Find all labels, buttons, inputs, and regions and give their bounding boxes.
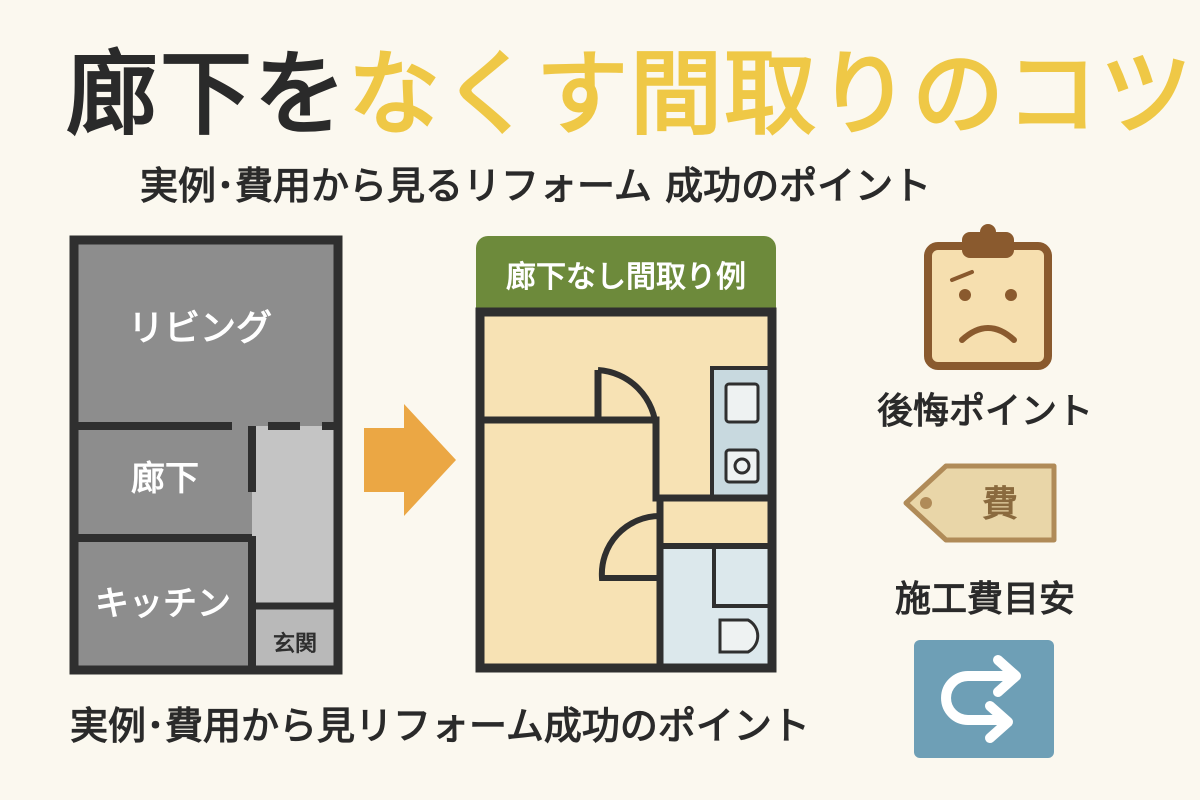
before-floor-plan: リビング 廊下 キッチン 玄関 <box>69 235 343 675</box>
entrance-area <box>252 606 338 670</box>
door-swing-lower <box>598 512 661 581</box>
inner-wall-middle <box>480 416 772 502</box>
price-tag-icon: 費 <box>903 463 1057 543</box>
subtitle: 実例･費用から見るリフォーム 成功のポイント <box>140 164 932 208</box>
hallway-corridor <box>252 426 338 606</box>
after-floor-plan: 廊下なし間取り例 <box>475 236 777 673</box>
title-part-accent: なくす間取りのコツ <box>348 41 1195 148</box>
before-plan-outer-wall <box>69 235 343 675</box>
construction-cost-label: 施工費目安 <box>894 579 1075 620</box>
redo-arrow-icon <box>914 640 1054 758</box>
toilet-icon <box>718 618 760 654</box>
kitchen-sink-icon <box>724 382 760 424</box>
regret-points-label: 後悔ポイント <box>876 391 1093 432</box>
room-label-living: リビング <box>128 308 272 349</box>
title-part-dark: 廊下を <box>66 41 349 148</box>
room-label-hallway: 廊下 <box>131 459 199 499</box>
room-label-entrance: 玄関 <box>273 631 317 657</box>
transition-arrow-icon <box>364 404 456 516</box>
stove-icon <box>724 448 760 484</box>
room-label-kitchen: キッチン <box>95 584 231 624</box>
after-plan-header-label: 廊下なし間取り例 <box>506 260 746 295</box>
page-title: 廊下をなくす間取りのコツ <box>66 40 1192 150</box>
bath-fixture <box>712 544 774 608</box>
after-plan-header <box>476 236 776 312</box>
clipboard-sad-face-icon <box>924 224 1052 370</box>
bottom-caption: 実例･費用から見リフォーム成功のポイント <box>70 704 810 748</box>
price-tag-text: 費 <box>982 484 1018 525</box>
after-plan-outer-wall <box>475 307 777 673</box>
